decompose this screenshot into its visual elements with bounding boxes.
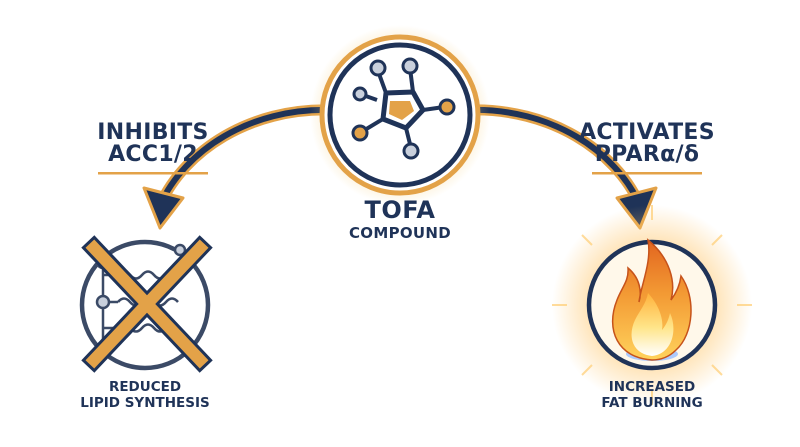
inhibits-label: INHIBITS ACC1/2 — [78, 120, 228, 168]
reduced-caption-line1: REDUCED — [108, 379, 182, 395]
inhibits-target: ACC1/2 — [108, 142, 198, 168]
flame-icon — [612, 238, 692, 361]
increased-caption-line2: FAT BURNING — [601, 395, 703, 412]
molecule-icon — [351, 57, 456, 160]
cross-x-icon — [81, 235, 213, 373]
inhibits-underline — [98, 172, 208, 175]
increased-fat-caption: INCREASED FAT BURNING — [562, 379, 742, 411]
compound-badge — [310, 25, 490, 205]
compound-subtitle: COMPOUND — [348, 224, 452, 242]
inhibit-arrow — [142, 104, 336, 230]
activates-label: ACTIVATES PPARα/δ — [572, 120, 722, 168]
reduced-caption-line2: LIPID SYNTHESIS — [80, 395, 210, 412]
compound-title: TOFA — [364, 196, 436, 224]
glow-rays — [552, 205, 752, 405]
inhibits-action: INHIBITS — [97, 120, 209, 145]
activates-action: ACTIVATES — [579, 120, 715, 145]
activates-underline — [592, 172, 702, 175]
reduced-lipid-caption: REDUCED LIPID SYNTHESIS — [55, 379, 235, 411]
flame-badge — [552, 205, 752, 405]
increased-caption-line1: INCREASED — [608, 379, 696, 395]
lipid-synthesis-crossed-icon — [79, 235, 213, 373]
activates-target: PPARα/δ — [594, 142, 700, 168]
